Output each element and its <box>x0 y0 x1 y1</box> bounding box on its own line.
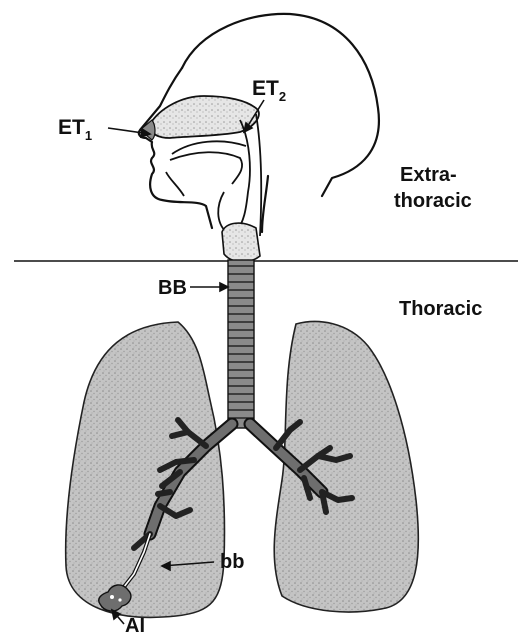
bb-lower-label: bb <box>220 551 244 573</box>
et2-label: ET2 <box>252 77 286 104</box>
larynx <box>222 223 260 262</box>
bb-upper-pointer-arrowhead <box>220 283 228 291</box>
extrathoracic-label-line1: Extra- <box>400 164 457 186</box>
extrathoracic-label-line2: thoracic <box>394 190 472 212</box>
et1-label: ET1 <box>58 116 92 143</box>
ai-label: AI <box>125 615 145 637</box>
right-lung-shape <box>66 322 225 617</box>
trachea <box>228 260 254 428</box>
thoracic-label: Thoracic <box>399 298 482 320</box>
bb-upper-label: BB <box>158 277 187 299</box>
nasal-passage <box>140 96 259 140</box>
